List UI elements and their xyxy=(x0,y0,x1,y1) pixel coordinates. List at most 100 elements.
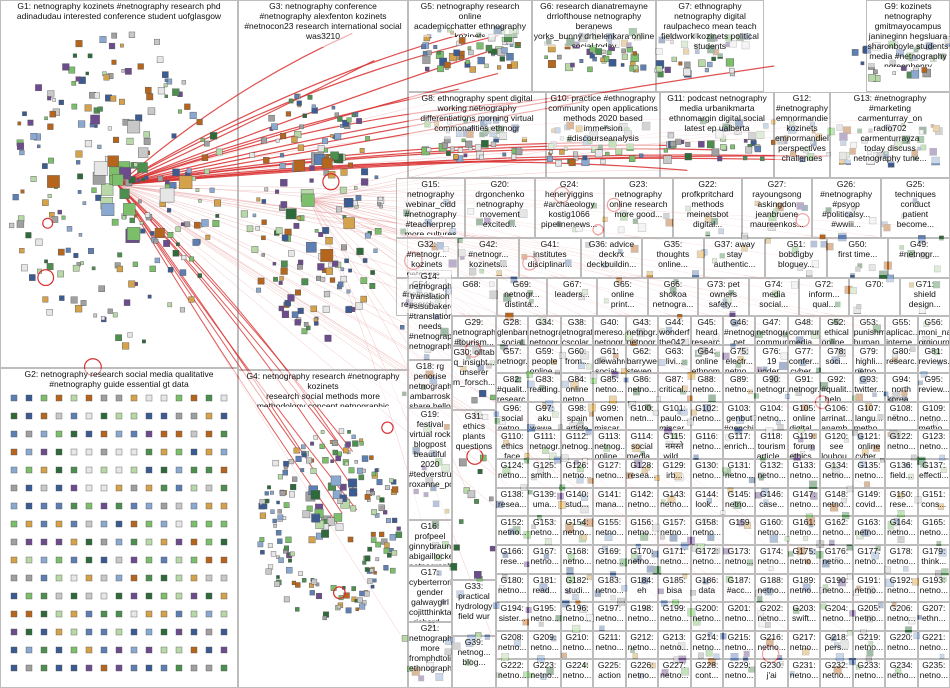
group-box-g146 xyxy=(755,488,787,517)
group-box-g98 xyxy=(561,402,593,431)
group-box-g11 xyxy=(660,92,774,178)
group-box-g149 xyxy=(853,488,885,517)
group-box-g168 xyxy=(561,545,593,574)
group-box-g87 xyxy=(658,373,690,402)
group-box-g166 xyxy=(496,545,528,574)
group-box-g7 xyxy=(656,0,764,92)
group-box-g221 xyxy=(918,631,950,660)
group-box-g178 xyxy=(885,545,917,574)
group-box-g20 xyxy=(465,178,534,238)
group-box-g114 xyxy=(626,430,658,459)
group-box-g92 xyxy=(820,373,852,402)
group-box-g76 xyxy=(755,345,787,374)
group-box-g70 xyxy=(849,278,899,316)
group-box-g41 xyxy=(519,238,581,278)
group-box-g14 xyxy=(408,270,452,360)
group-box-g16 xyxy=(408,520,452,566)
group-box-g116 xyxy=(691,430,723,459)
group-box-g138 xyxy=(496,488,528,517)
group-box-g107 xyxy=(853,402,885,431)
group-box-g89 xyxy=(723,373,755,402)
group-box-g102 xyxy=(691,402,723,431)
group-box-g94 xyxy=(885,373,917,402)
group-box-g152 xyxy=(496,516,528,545)
group-box-g163 xyxy=(853,516,885,545)
group-box-g148 xyxy=(820,488,852,517)
group-box-g233 xyxy=(853,659,885,688)
group-box-g63 xyxy=(658,345,690,374)
group-box-g48 xyxy=(788,316,820,345)
group-box-g156 xyxy=(626,516,658,545)
group-box-g78 xyxy=(820,345,852,374)
group-box-g201 xyxy=(723,602,755,631)
group-box-g159 xyxy=(723,516,755,545)
group-box-g150 xyxy=(885,488,917,517)
group-box-g135 xyxy=(853,459,885,488)
group-box-g193 xyxy=(918,574,950,603)
group-box-g57 xyxy=(496,345,528,374)
group-box-g61 xyxy=(593,345,625,374)
group-box-g36 xyxy=(581,238,643,278)
group-box-g227 xyxy=(658,659,690,688)
group-box-g195 xyxy=(528,602,560,631)
group-box-g44 xyxy=(658,316,690,345)
group-box-g139 xyxy=(528,488,560,517)
group-box-g115 xyxy=(658,430,690,459)
group-box-g23 xyxy=(604,178,673,238)
group-box-g188 xyxy=(755,574,787,603)
group-box-g191 xyxy=(853,574,885,603)
group-box-g184 xyxy=(626,574,658,603)
group-box-g34 xyxy=(528,316,560,345)
group-box-g197 xyxy=(593,602,625,631)
group-box-g194 xyxy=(496,602,528,631)
node[interactable] xyxy=(852,49,858,55)
group-box-g19 xyxy=(408,408,452,520)
group-box-g172 xyxy=(691,545,723,574)
group-box-g71 xyxy=(900,278,950,316)
group-box-g222 xyxy=(496,659,528,688)
group-box-g39 xyxy=(452,636,496,688)
group-box-g200 xyxy=(691,602,723,631)
group-box-g175 xyxy=(788,545,820,574)
group-box-g104 xyxy=(755,402,787,431)
group-box-g117 xyxy=(723,430,755,459)
node[interactable] xyxy=(861,62,864,65)
group-box-g77 xyxy=(788,345,820,374)
group-box-g84 xyxy=(561,373,593,402)
group-box-g68 xyxy=(446,278,496,316)
group-box-g158 xyxy=(691,516,723,545)
group-box-g10 xyxy=(546,92,660,178)
group-box-g176 xyxy=(820,545,852,574)
group-box-g2 xyxy=(0,368,238,688)
group-box-g5 xyxy=(408,0,532,92)
group-box-g18 xyxy=(408,360,452,408)
group-box-g67 xyxy=(547,278,597,316)
group-box-g122 xyxy=(885,430,917,459)
group-box-g40 xyxy=(593,316,625,345)
group-box-g13 xyxy=(830,92,950,178)
group-box-g49 xyxy=(888,238,950,278)
group-box-g93 xyxy=(853,373,885,402)
group-box-g130 xyxy=(691,459,723,488)
group-box-g232 xyxy=(820,659,852,688)
group-box-g100 xyxy=(626,402,658,431)
group-box-g28 xyxy=(496,316,528,345)
group-box-g22 xyxy=(673,178,742,238)
group-box-g209 xyxy=(528,631,560,660)
group-box-g217 xyxy=(788,631,820,660)
group-box-g1 xyxy=(0,0,238,368)
group-box-g173 xyxy=(723,545,755,574)
group-box-g165 xyxy=(918,516,950,545)
group-box-g169 xyxy=(593,545,625,574)
group-box-g46 xyxy=(723,316,755,345)
group-box-g160 xyxy=(755,516,787,545)
group-box-g43 xyxy=(626,316,658,345)
group-box-g103 xyxy=(723,402,755,431)
group-box-g123 xyxy=(918,430,950,459)
group-box-g82 xyxy=(496,373,528,402)
group-box-g144 xyxy=(691,488,723,517)
group-box-g111 xyxy=(528,430,560,459)
group-box-g225 xyxy=(593,659,625,688)
group-box-g64 xyxy=(691,345,723,374)
group-box-g153 xyxy=(528,516,560,545)
